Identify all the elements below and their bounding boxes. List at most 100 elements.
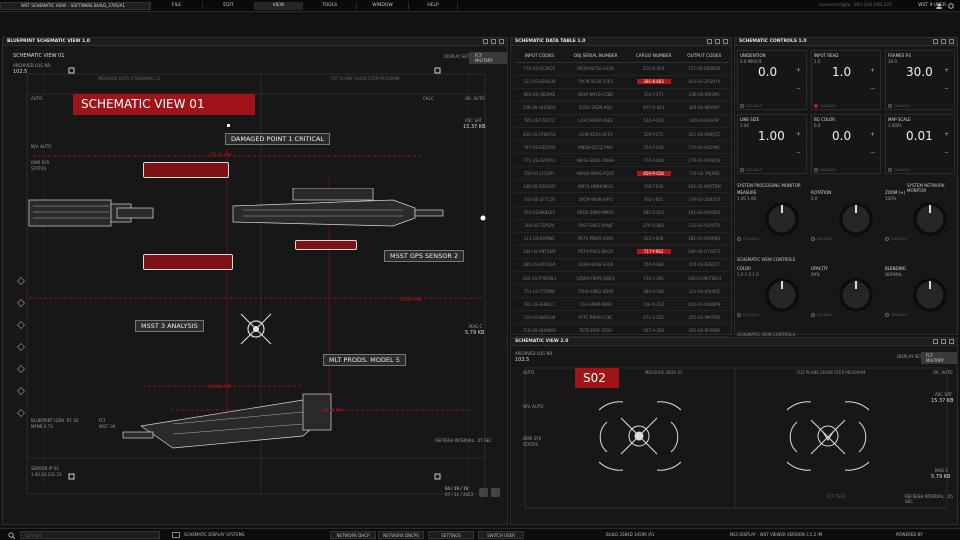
increment-button[interactable]: +: [795, 67, 801, 74]
disable-toggle[interactable]: DISABLE: [737, 312, 759, 317]
control-value[interactable]: 0.0: [832, 129, 852, 143]
user-name[interactable]: WST 9 USER: [918, 3, 946, 8]
rotary-knob[interactable]: [913, 278, 947, 312]
network-dhcp-button[interactable]: NETWORK DHCP: [330, 531, 376, 539]
rotary-knob[interactable]: [913, 202, 947, 236]
close-icon[interactable]: [499, 39, 504, 44]
disable-toggle[interactable]: DISABLE: [885, 312, 907, 317]
callout-model[interactable]: MLT PRODS. MODEL 5: [323, 354, 406, 366]
close-icon[interactable]: [949, 39, 954, 44]
decrement-button[interactable]: −: [795, 85, 801, 92]
column-header[interactable]: CARGO NUMBER: [627, 52, 680, 63]
gps-sensor-part[interactable]: [295, 240, 357, 250]
disable-toggle[interactable]: DISABLE: [885, 236, 907, 241]
network-dncps-button[interactable]: NETWORK DNCPS: [378, 531, 424, 539]
menu-view[interactable]: VIEW: [254, 2, 302, 10]
display-set-select[interactable]: FLT: MILITARY: [469, 52, 507, 64]
column-header[interactable]: OUTPUT CODES: [679, 52, 729, 63]
disable-toggle[interactable]: DISABLE: [811, 236, 833, 241]
control-value[interactable]: 1.00: [758, 129, 785, 143]
maximize-icon[interactable]: [941, 339, 946, 344]
close-icon[interactable]: [723, 39, 728, 44]
increment-button[interactable]: +: [943, 131, 949, 138]
damaged-part-bottom[interactable]: [143, 254, 233, 270]
maximize-icon[interactable]: [491, 39, 496, 44]
settings-icon[interactable]: [948, 3, 954, 9]
close-icon[interactable]: [949, 339, 954, 344]
minimize-icon[interactable]: [933, 39, 938, 44]
rotary-knob[interactable]: [839, 278, 873, 312]
callout-gps-sensor[interactable]: MSST GPS SENSOR 2: [384, 250, 465, 262]
maximize-icon[interactable]: [715, 39, 720, 44]
disable-toggle[interactable]: DISABLE: [740, 103, 762, 108]
disable-toggle[interactable]: DISABLE: [740, 167, 762, 172]
search-input[interactable]: SEARCH: [20, 531, 160, 539]
search-icon[interactable]: [8, 532, 15, 539]
callout-analysis[interactable]: MSST 3 ANALYSIS: [135, 320, 204, 332]
menu-help[interactable]: HELP: [408, 2, 458, 10]
increment-button[interactable]: +: [943, 67, 949, 74]
damaged-part-top[interactable]: [143, 162, 229, 178]
user-icon[interactable]: [936, 3, 942, 9]
decrement-button[interactable]: −: [869, 149, 875, 156]
disable-toggle[interactable]: DISABLE: [888, 103, 910, 108]
column-header[interactable]: INPUT CODES: [515, 52, 564, 63]
menu-edit[interactable]: EDIT: [202, 2, 254, 10]
disable-toggle[interactable]: DISABLE: [888, 167, 910, 172]
rotary-knob[interactable]: [765, 278, 799, 312]
decrement-button[interactable]: −: [943, 85, 949, 92]
settings-button[interactable]: SETTINGS: [428, 531, 474, 539]
disable-toggle[interactable]: DISABLE: [811, 312, 833, 317]
minimize-icon[interactable]: [483, 39, 488, 44]
decrement-button[interactable]: −: [795, 149, 801, 156]
zoom-out-button[interactable]: [491, 488, 500, 497]
callout-damaged-point[interactable]: DAMAGED POINT 1 CRITICAL: [225, 133, 331, 145]
increment-button[interactable]: +: [795, 131, 801, 138]
increment-button[interactable]: +: [869, 67, 875, 74]
rotary-knob[interactable]: [765, 202, 799, 236]
control-value[interactable]: 0.0: [758, 65, 778, 79]
switch-user-button[interactable]: SWITCH USER: [478, 531, 524, 539]
disable-toggle[interactable]: DISABLE: [814, 103, 836, 108]
view2-display-set-select[interactable]: FLT: MILITARY: [921, 352, 957, 364]
maximize-icon[interactable]: [941, 39, 946, 44]
menu-file[interactable]: FILE: [150, 2, 202, 10]
decrement-button[interactable]: −: [943, 149, 949, 156]
increment-button[interactable]: +: [869, 131, 875, 138]
disable-toggle[interactable]: DISABLE: [814, 167, 836, 172]
rotary-knob[interactable]: [839, 202, 873, 236]
disable-toggle[interactable]: DISABLE: [737, 236, 759, 241]
control-value[interactable]: 30.0: [906, 65, 933, 79]
menu-window[interactable]: WINDOW: [356, 2, 408, 10]
zoom-in-button[interactable]: [479, 488, 488, 497]
minimize-icon[interactable]: [707, 39, 712, 44]
control-value[interactable]: 1.0: [832, 65, 852, 79]
decrement-button[interactable]: −: [869, 85, 875, 92]
disable-label: DISABLE: [746, 167, 763, 172]
menu-tools[interactable]: TOOLS: [302, 2, 356, 10]
control-value[interactable]: 0.01: [906, 129, 933, 143]
minimize-icon[interactable]: [933, 339, 938, 344]
column-header[interactable]: OBJ SERIAL NUMBER: [563, 52, 628, 63]
